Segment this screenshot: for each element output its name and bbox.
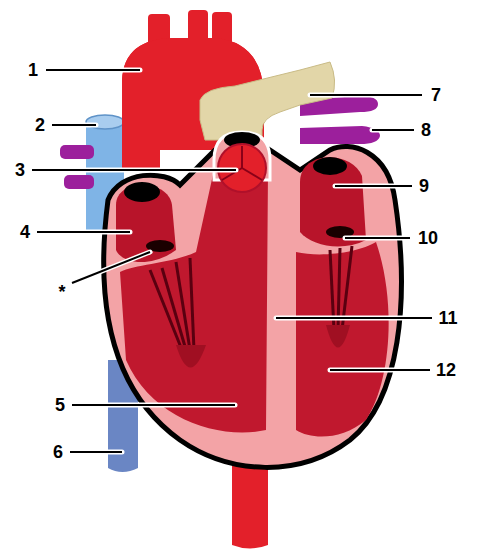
callout-number: 7 <box>431 86 441 104</box>
chordae <box>150 258 194 350</box>
callout-number: 3 <box>15 161 25 179</box>
callout-number: 4 <box>20 223 30 241</box>
left-ventricle <box>296 242 389 437</box>
callout-number: 10 <box>418 229 438 247</box>
callout-number: * <box>58 283 65 301</box>
leader-line <box>32 70 432 452</box>
atrium-opening <box>313 157 347 175</box>
callout-number: 8 <box>421 121 431 139</box>
leader-halo <box>32 70 432 452</box>
pulmonary-vein <box>300 126 380 144</box>
pulmonary-vein <box>60 145 94 159</box>
callout-number: 11 <box>438 309 457 327</box>
atrium-opening <box>124 182 160 202</box>
right-ventricle <box>120 155 268 432</box>
callout-number: 2 <box>35 116 45 134</box>
callout-number: 1 <box>28 61 38 79</box>
callout-number: 5 <box>55 396 65 414</box>
callout-number: 12 <box>436 361 456 379</box>
left-atrium <box>300 157 366 246</box>
callout-number: 6 <box>53 443 63 461</box>
papillary-muscle <box>326 325 350 348</box>
papillary-muscle <box>176 345 206 368</box>
pulmonary-vein <box>64 175 94 189</box>
callout-number: 9 <box>419 177 429 195</box>
valve-cusps <box>222 146 262 180</box>
heart-wall <box>104 143 402 468</box>
pulmonary-artery <box>200 62 335 140</box>
